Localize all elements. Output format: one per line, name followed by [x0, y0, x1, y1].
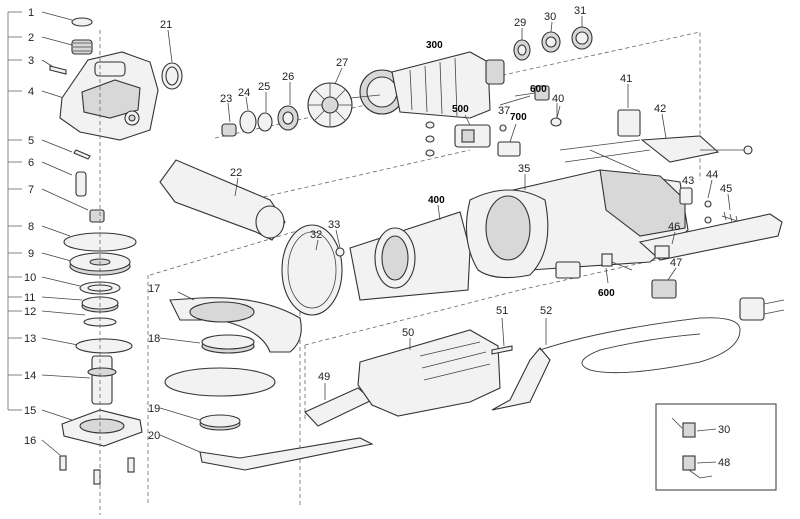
label-17: 17 — [148, 283, 160, 295]
label-33: 33 — [328, 219, 340, 231]
label-20: 20 — [148, 430, 160, 442]
label-52: 52 — [540, 305, 552, 317]
label-43: 43 — [682, 175, 694, 187]
label-600-top: 600 — [530, 84, 547, 95]
label-32: 32 — [310, 229, 322, 241]
label-19: 19 — [148, 403, 160, 415]
label-24: 24 — [238, 87, 250, 99]
gear-head-parts — [49, 17, 159, 485]
side-handle-parts — [159, 29, 286, 241]
label-29: 29 — [514, 17, 526, 29]
label-9: 9 — [28, 248, 34, 260]
label-46: 46 — [668, 221, 680, 233]
motor-housing-parts — [281, 169, 783, 316]
label-3: 3 — [28, 55, 34, 67]
brush-inset-box — [655, 403, 777, 491]
label-49: 49 — [318, 371, 330, 383]
label-27: 27 — [336, 57, 348, 69]
label-16: 16 — [24, 435, 36, 447]
guard-wheel-parts — [159, 291, 374, 471]
label-51: 51 — [496, 305, 508, 317]
label-30: 30 — [544, 11, 556, 23]
label-400: 400 — [428, 195, 445, 206]
label-600-bottom: 600 — [598, 288, 615, 299]
label-15: 15 — [24, 405, 36, 417]
label-300: 300 — [426, 40, 443, 51]
label-37: 37 — [498, 105, 510, 117]
label-1: 1 — [28, 7, 34, 19]
switch-brush-parts — [425, 84, 753, 173]
label-4: 4 — [28, 86, 34, 98]
label-42: 42 — [654, 103, 666, 115]
rear-housing-cable-parts — [304, 297, 785, 427]
label-500: 500 — [452, 104, 469, 115]
label-14: 14 — [24, 370, 36, 382]
inset-label-48: 48 — [718, 457, 730, 469]
label-31: 31 — [574, 5, 586, 17]
part-number-labels: 1 2 3 4 5 6 7 8 9 10 11 12 13 14 15 16 1… — [24, 5, 732, 469]
armature-parts — [221, 16, 593, 137]
label-5: 5 — [28, 135, 34, 147]
label-13: 13 — [24, 333, 36, 345]
label-10: 10 — [24, 272, 36, 284]
label-41: 41 — [620, 73, 632, 85]
label-7: 7 — [28, 184, 34, 196]
label-25: 25 — [258, 81, 270, 93]
label-26: 26 — [282, 71, 294, 83]
label-50: 50 — [402, 327, 414, 339]
label-35: 35 — [518, 163, 530, 175]
label-2: 2 — [28, 32, 34, 44]
label-22: 22 — [230, 167, 242, 179]
inset-label-30: 30 — [718, 424, 730, 436]
label-700: 700 — [510, 112, 527, 123]
label-44: 44 — [706, 169, 718, 181]
label-45: 45 — [720, 183, 732, 195]
label-12: 12 — [24, 306, 36, 318]
left-bracket-lines — [7, 11, 91, 456]
label-21: 21 — [160, 19, 172, 31]
label-23: 23 — [220, 93, 232, 105]
label-6: 6 — [28, 157, 34, 169]
label-18: 18 — [148, 333, 160, 345]
label-8: 8 — [28, 221, 34, 233]
label-11: 11 — [24, 292, 35, 304]
label-40: 40 — [552, 93, 564, 105]
label-47: 47 — [670, 257, 682, 269]
